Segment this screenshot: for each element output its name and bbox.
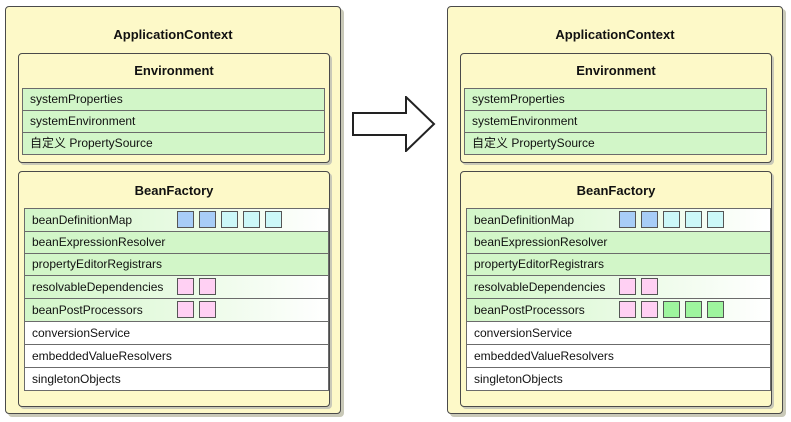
green-chip (685, 301, 702, 318)
chip-group (177, 301, 216, 319)
bean-factory-title: BeanFactory (134, 183, 214, 198)
green-chip (663, 301, 680, 318)
bf-row-bean-expression-resolver: beanExpressionResolver (24, 231, 329, 254)
bf-row-resolvable-dependencies: resolvableDependencies (466, 275, 771, 299)
environment-box: Environment systemProperties systemEnvir… (18, 53, 330, 163)
bf-row-resolvable-dependencies: resolvableDependencies (24, 275, 329, 299)
row-label: beanDefinitionMap (32, 213, 133, 227)
environment-rows: systemProperties systemEnvironment 自定义 P… (464, 88, 767, 155)
row-label: beanPostProcessors (32, 303, 143, 317)
blue-chip (619, 211, 636, 228)
cyan-chip (685, 211, 702, 228)
application-context-before: ApplicationContext Environment systemPro… (5, 6, 341, 414)
pink-chip (177, 301, 194, 318)
bean-factory-box: BeanFactory beanDefinitionMap beanExpres… (460, 171, 772, 407)
chip-group (619, 278, 658, 296)
environment-title: Environment (134, 63, 214, 78)
pink-chip (199, 301, 216, 318)
chip-group (177, 278, 216, 296)
env-row-system-properties: systemProperties (464, 88, 767, 111)
env-row-system-properties: systemProperties (22, 88, 325, 111)
bf-row-bean-definition-map: beanDefinitionMap (466, 208, 771, 232)
bf-row-conversion-service: conversionService (466, 321, 771, 345)
env-row-custom-property-source: 自定义 PropertySource (22, 132, 325, 155)
bf-row-singleton-objects: singletonObjects (24, 367, 329, 391)
cyan-chip (707, 211, 724, 228)
application-context-title: ApplicationContext (555, 27, 675, 42)
cyan-chip (663, 211, 680, 228)
env-row-system-environment: systemEnvironment (22, 110, 325, 133)
blue-chip (199, 211, 216, 228)
blue-chip (177, 211, 194, 228)
row-label: resolvableDependencies (32, 280, 164, 294)
bf-row-conversion-service: conversionService (24, 321, 329, 345)
pink-chip (199, 278, 216, 295)
right-arrow-icon (352, 96, 436, 152)
chip-group (619, 301, 724, 319)
application-context-title: ApplicationContext (113, 27, 233, 42)
pink-chip (641, 301, 658, 318)
bf-row-bean-definition-map: beanDefinitionMap (24, 208, 329, 232)
chip-group (619, 211, 724, 229)
chip-group (177, 211, 282, 229)
cyan-chip (221, 211, 238, 228)
bean-factory-box: BeanFactory beanDefinitionMap beanExpres… (18, 171, 330, 407)
bf-row-property-editor-registrars: propertyEditorRegistrars (24, 253, 329, 276)
env-row-custom-property-source: 自定义 PropertySource (464, 132, 767, 155)
environment-title: Environment (576, 63, 656, 78)
bf-row-embedded-value-resolvers: embeddedValueResolvers (24, 344, 329, 368)
row-label: beanPostProcessors (474, 303, 585, 317)
environment-box: Environment systemProperties systemEnvir… (460, 53, 772, 163)
bean-factory-rows: beanDefinitionMap beanExpressionResolver… (24, 208, 329, 391)
green-chip (707, 301, 724, 318)
pink-chip (619, 301, 636, 318)
bf-row-bean-expression-resolver: beanExpressionResolver (466, 231, 771, 254)
blue-chip (641, 211, 658, 228)
pink-chip (177, 278, 194, 295)
bf-row-property-editor-registrars: propertyEditorRegistrars (466, 253, 771, 276)
application-context-after: ApplicationContext Environment systemPro… (447, 6, 783, 414)
environment-rows: systemProperties systemEnvironment 自定义 P… (22, 88, 325, 155)
bf-row-singleton-objects: singletonObjects (466, 367, 771, 391)
bf-row-bean-post-processors: beanPostProcessors (24, 298, 329, 322)
bean-factory-title: BeanFactory (576, 183, 656, 198)
row-label: beanDefinitionMap (474, 213, 575, 227)
bean-factory-rows: beanDefinitionMap beanExpressionResolver… (466, 208, 771, 391)
pink-chip (619, 278, 636, 295)
cyan-chip (243, 211, 260, 228)
bf-row-embedded-value-resolvers: embeddedValueResolvers (466, 344, 771, 368)
pink-chip (641, 278, 658, 295)
cyan-chip (265, 211, 282, 228)
bf-row-bean-post-processors: beanPostProcessors (466, 298, 771, 322)
row-label: resolvableDependencies (474, 280, 606, 294)
env-row-system-environment: systemEnvironment (464, 110, 767, 133)
